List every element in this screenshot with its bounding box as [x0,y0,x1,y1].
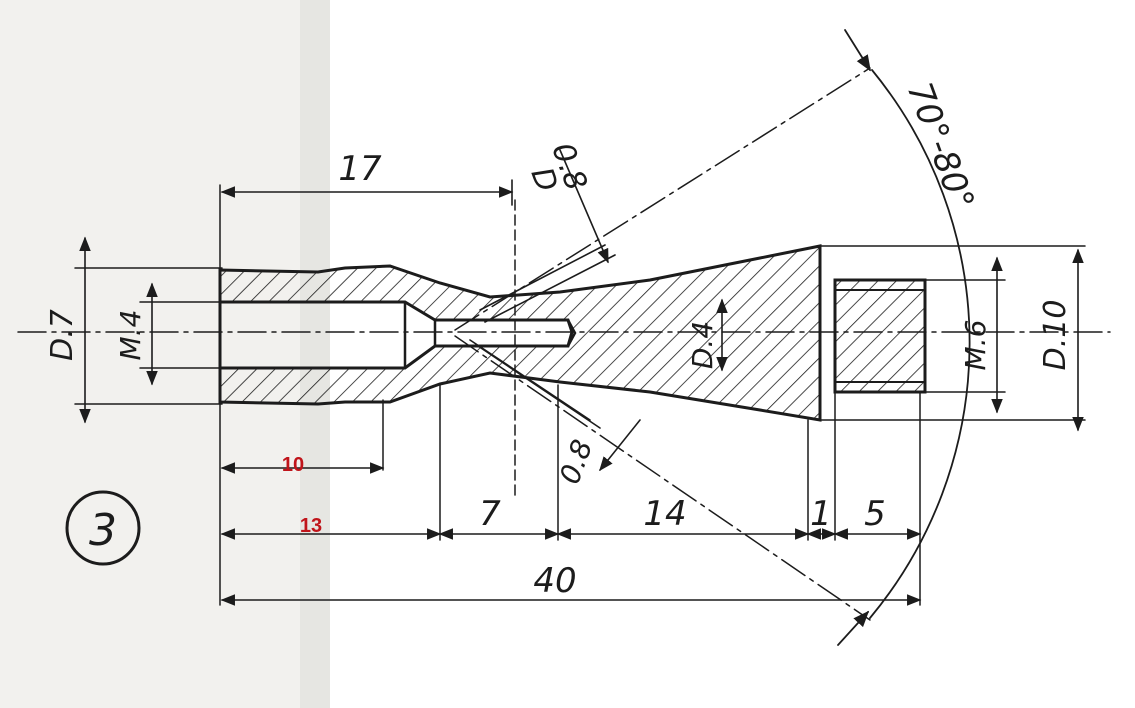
label-d10: D.10 [1038,300,1073,371]
drill-tip [566,318,577,348]
label-m6: M.6 [959,320,992,371]
label-5: 5 [864,494,886,534]
label-13: 13 [300,515,322,537]
dim-d08-top-leader [559,149,609,264]
figure-number: 3 [89,505,117,556]
figure-circle [65,490,141,566]
angle-arc [869,69,971,619]
paper-fold [300,0,330,708]
label-17: 17 [338,149,382,189]
orifice-top [479,244,616,323]
dim-d08-bottom-leader [599,419,641,472]
label-m4: M.4 [114,310,147,361]
ext-d10 [819,245,1086,421]
label-d7: D.7 [45,309,80,361]
paper-left-panel [0,0,318,708]
label-d4: D.4 [686,321,719,369]
label-1: 1 [810,494,832,534]
ext-d7 [74,267,223,405]
orifice-axis-bottom [454,335,871,621]
label-7: 7 [479,494,501,534]
thread-lines [834,289,926,383]
angle-arrow-top [844,29,871,72]
angle-arrow-bottom [837,610,870,646]
label-40: 40 [533,561,576,601]
label-10: 10 [282,454,304,476]
orifice-bottom [469,339,601,429]
label-14: 14 [643,494,686,534]
